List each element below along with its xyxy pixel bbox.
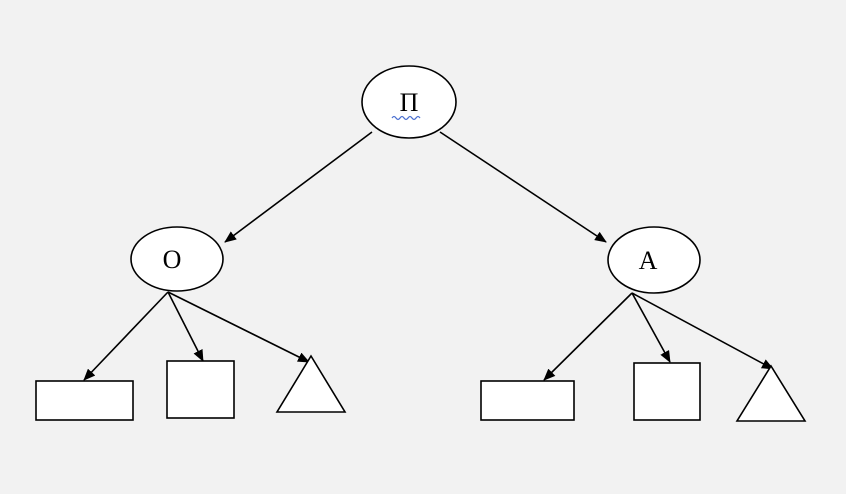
edge-right-to-rectangle [543,292,633,381]
edge-left-to-triangle [167,291,310,363]
left-leaf-rectangle [35,380,134,421]
node-root: П [361,65,457,139]
node-left: О [130,226,224,292]
edge-root-to-left [224,131,373,243]
right-leaf-square [633,362,701,421]
node-right: А [607,226,701,294]
spellcheck-underline [391,115,421,121]
node-right-ellipse [607,226,701,294]
node-left-label: О [163,245,182,274]
node-left-ellipse [130,226,224,292]
right-leaf-rectangle [480,380,575,421]
right-leaf-triangle [735,364,807,422]
edge-right-to-square [631,292,671,363]
left-leaf-square [166,360,235,419]
edge-left-to-rectangle [83,291,169,381]
node-right-label: А [639,246,658,275]
edge-root-to-right [439,131,607,243]
edge-left-to-square [167,291,204,362]
edge-right-to-triangle [631,292,774,370]
node-root-label: П [400,88,419,117]
node-root-ellipse [361,65,457,139]
left-leaf-triangle [275,354,347,413]
